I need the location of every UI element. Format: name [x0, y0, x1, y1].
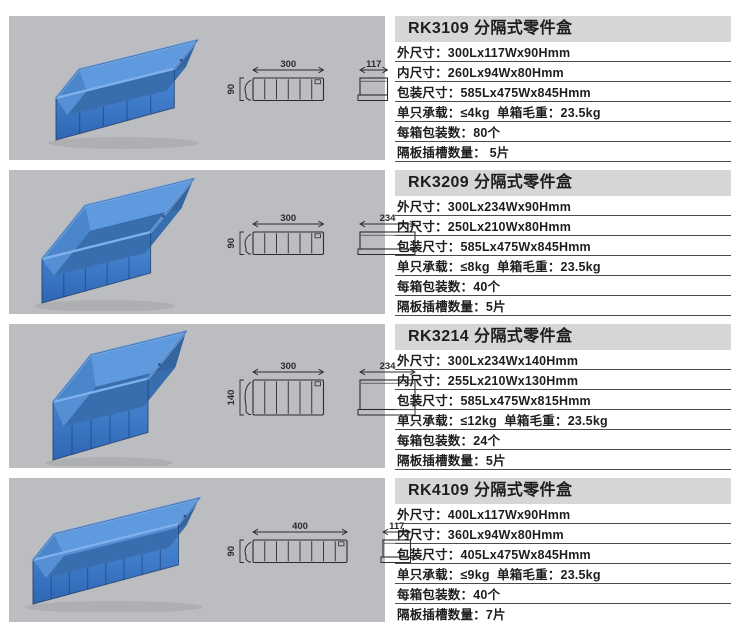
spec-line-load-weight: 单只承载：≤12kg 单箱毛重：23.5kg — [395, 410, 731, 430]
product-photo-svg — [48, 39, 199, 149]
product-title: RK3214 分隔式零件盒 — [395, 324, 731, 350]
spec-line-qty-per-carton: 每箱包装数：24个 — [395, 430, 731, 450]
spec-table: RK4109 分隔式零件盒 外尺寸：400Lx117Wx90Hmm 内尺寸：36… — [395, 478, 731, 622]
product-title: RK3209 分隔式零件盒 — [395, 170, 731, 196]
product-photo — [19, 325, 221, 467]
spec-line-package-size: 包装尺寸：585Lx475Wx815Hmm — [395, 390, 731, 410]
product-panel: 300 90 117 — [9, 16, 389, 160]
product-panel: 400 90 117 — [9, 478, 412, 622]
spec-line-divider-slots: 隔板插槽数量：5片 — [395, 450, 731, 470]
spec-line-package-size: 包装尺寸：405Lx475Wx845Hmm — [395, 544, 731, 564]
product-photo — [19, 479, 221, 621]
front-view-svg: 300 90 — [226, 59, 325, 102]
spec-line-load-weight: 单只承载：≤8kg 单箱毛重：23.5kg — [395, 256, 731, 276]
spec-line-inner-size: 内尺寸：250Lx210Wx80Hmm — [395, 216, 731, 236]
dimension-drawings: 300 90 117 — [221, 59, 402, 117]
side-view-drawing: 234 — [346, 361, 429, 431]
spec-line-package-size: 包装尺寸：585Lx475Wx845Hmm — [395, 82, 731, 102]
spec-line-qty-per-carton: 每箱包装数：40个 — [395, 276, 731, 296]
spec-table: RK3214 分隔式零件盒 外尺寸：300Lx234Wx140Hmm 内尺寸：2… — [395, 324, 731, 470]
dimension-drawings: 300 90 234 — [221, 213, 429, 271]
spec-line-divider-slots: 隔板插槽数量：5片 — [395, 296, 731, 316]
spec-line-outer-size: 外尺寸：400Lx117Wx90Hmm — [395, 504, 731, 524]
side-view-svg: 117 — [357, 59, 389, 101]
svg-text:300: 300 — [280, 59, 296, 70]
spec-table: RK3109 分隔式零件盒 外尺寸：300Lx117Wx90Hmm 内尺寸：26… — [395, 16, 731, 162]
front-view-svg: 400 90 — [226, 521, 348, 564]
spec-line-outer-size: 外尺寸：300Lx234Wx140Hmm — [395, 350, 731, 370]
product-photo-svg — [25, 496, 203, 612]
product-title: RK4109 分隔式零件盒 — [395, 478, 731, 504]
svg-text:90: 90 — [226, 546, 237, 557]
spec-line-qty-per-carton: 每箱包装数：80个 — [395, 122, 731, 142]
svg-text:90: 90 — [226, 84, 237, 95]
spec-line-divider-slots: 隔板插槽数量：7片 — [395, 604, 731, 623]
svg-text:300: 300 — [280, 213, 296, 224]
product-title: RK3109 分隔式零件盒 — [395, 16, 731, 42]
spec-line-package-size: 包装尺寸：585Lx475Wx845Hmm — [395, 236, 731, 256]
spec-line-outer-size: 外尺寸：300Lx234Wx90Hmm — [395, 196, 731, 216]
product-panel: 300 140 234 — [9, 324, 416, 468]
front-view-drawing: 300 90 — [221, 59, 332, 117]
svg-text:234: 234 — [380, 213, 397, 224]
spec-line-qty-per-carton: 每箱包装数：40个 — [395, 584, 731, 604]
front-view-drawing: 300 90 — [221, 213, 332, 271]
svg-text:400: 400 — [292, 521, 308, 532]
side-view-drawing: 117 — [346, 59, 402, 117]
product-photo-svg — [34, 177, 195, 311]
product-photo — [19, 17, 221, 159]
spec-line-inner-size: 内尺寸：360Lx94Wx80Hmm — [395, 524, 731, 544]
spec-line-load-weight: 单只承载：≤4kg 单箱毛重：23.5kg — [395, 102, 731, 122]
spec-table: RK3209 分隔式零件盒 外尺寸：300Lx234Wx90Hmm 内尺寸：25… — [395, 170, 731, 316]
front-view-svg: 300 90 — [226, 213, 325, 256]
product-row-rk4109: 400 90 117 RK4109 分隔式零件盒 外尺寸：400Lx117Wx90… — [9, 478, 748, 622]
product-photo — [19, 171, 221, 313]
svg-text:90: 90 — [226, 238, 237, 249]
spec-line-inner-size: 内尺寸：255Lx210Wx130Hmm — [395, 370, 731, 390]
dimension-drawings: 300 140 234 — [221, 361, 429, 431]
front-view-svg: 300 140 — [226, 361, 325, 416]
product-row-rk3209: 300 90 234 RK3209 分隔式零件盒 外尺寸：300Lx234Wx90… — [9, 170, 748, 316]
spec-line-load-weight: 单只承载：≤9kg 单箱毛重：23.5kg — [395, 564, 731, 584]
side-view-svg: 234 — [357, 361, 416, 416]
product-row-rk3214: 300 140 234 RK3214 分隔式零件盒 外尺寸：300Lx234Wx1… — [9, 324, 748, 470]
front-view-drawing: 400 90 — [221, 521, 355, 579]
product-row-rk3109: 300 90 117 RK3109 分隔式零件盒 外尺寸：300Lx117Wx90… — [9, 16, 748, 162]
spec-line-divider-slots: 隔板插槽数量： 5片 — [395, 142, 731, 162]
product-photo-svg — [45, 330, 188, 466]
svg-text:117: 117 — [389, 521, 404, 532]
svg-text:140: 140 — [226, 390, 237, 406]
spec-line-outer-size: 外尺寸：300Lx117Wx90Hmm — [395, 42, 731, 62]
spec-line-inner-size: 内尺寸：260Lx94Wx80Hmm — [395, 62, 731, 82]
svg-text:117: 117 — [366, 59, 381, 70]
product-panel: 300 90 234 — [9, 170, 416, 314]
svg-text:234: 234 — [380, 361, 397, 372]
svg-text:300: 300 — [280, 361, 296, 372]
front-view-drawing: 300 140 — [221, 361, 332, 431]
